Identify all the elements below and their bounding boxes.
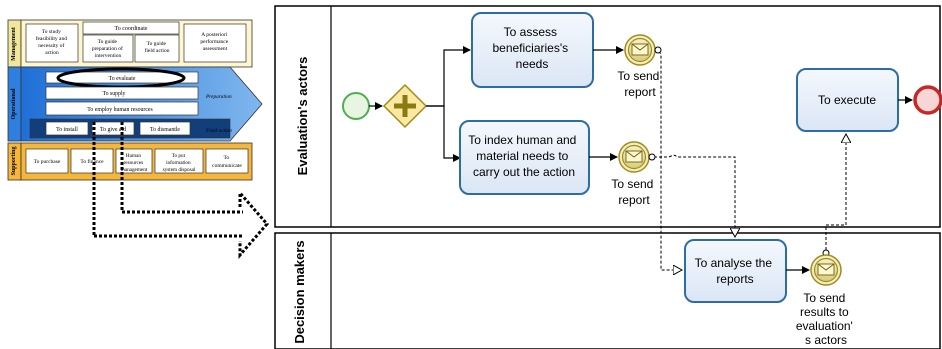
envelope-icon [625,150,643,163]
operational-lane-label: Operational [11,88,17,119]
dotted-big-arrow-head [238,188,269,260]
guide-field-box [134,34,180,63]
supply-label: To supply [103,91,126,97]
send-results-event [810,254,842,286]
employ-box [45,101,199,116]
study-feasibility-box [25,23,79,63]
preparation-label: Preparation [205,94,232,100]
supply-box [45,86,199,100]
evaluate-label: To evaluate [109,76,136,82]
purchase-box [25,148,69,174]
system-disposal-box [154,148,204,174]
guide-preparation-box [82,34,134,63]
decision-makers-pool-label: Decision makers [292,240,307,343]
task-assess-label: To assess beneficiaries's needs [492,25,571,71]
posteriori-box [183,23,247,63]
task-analyse-reports [684,239,787,303]
dismantle-label: To dismantle [150,127,180,133]
task-index-label: To index human and material needs to car… [468,133,579,179]
purchase-label: To purchase [34,159,61,165]
posteriori-label: A posteriori performance assessment [200,32,229,52]
field-action-label: Field action [205,128,232,134]
end-event [913,85,942,115]
task-execute-label: To execute [818,93,876,107]
system-disposal-label: To put information system disposal [163,153,196,173]
install-label: To install [56,127,78,133]
send-report-label-2: To send report [611,177,656,207]
communicate-label: To communicate [212,155,242,169]
coordinate-box [82,21,180,35]
envelope-icon [817,263,835,276]
parallel-gateway [382,83,428,129]
dismantle-box [139,121,191,136]
human-resources-label: Human resources management [121,153,148,173]
guide-preparation-label: To guide preparation of intervention [92,39,124,59]
install-box [45,121,89,136]
evaluate-box [45,71,199,84]
management-lane-label: Management [11,27,17,61]
give-aid-box [91,121,135,136]
finance-box [70,148,114,174]
finance-label: To finance [80,158,104,165]
send-results-label: To send results to evaluation' s actors [796,291,856,347]
bpmn-diagram: Evaluation's actors Decision makers To a… [274,5,942,349]
send-report-event-2 [618,141,650,173]
communicate-box [205,148,249,174]
give-aid-label: To give aid [100,127,126,133]
envelope-icon [631,43,649,56]
send-report-label-1: To send report [617,69,662,99]
guide-field-label: To guide field action [145,41,170,54]
start-event [342,92,370,120]
message-flow-origin-1 [654,46,662,54]
coordinate-label: To coordinate [114,26,147,32]
supporting-lane-label: Supporting [11,146,17,175]
flow-gateway-to-index [426,105,461,162]
message-flow-origin-2 [648,153,656,161]
task-analyse-label: To analyse the reports [695,256,776,286]
study-feasibility-label: To study feasibility and necessity of ac… [36,29,69,56]
message-flow-results-to-execute [825,134,846,255]
plus-icon [394,95,416,117]
evaluation-actors-pool-label: Evaluation's actors [295,57,310,176]
employ-label: To employ human resources [87,107,153,113]
value-chain: Management To study feasibility and nece… [7,19,269,260]
send-report-event-1 [624,34,656,66]
